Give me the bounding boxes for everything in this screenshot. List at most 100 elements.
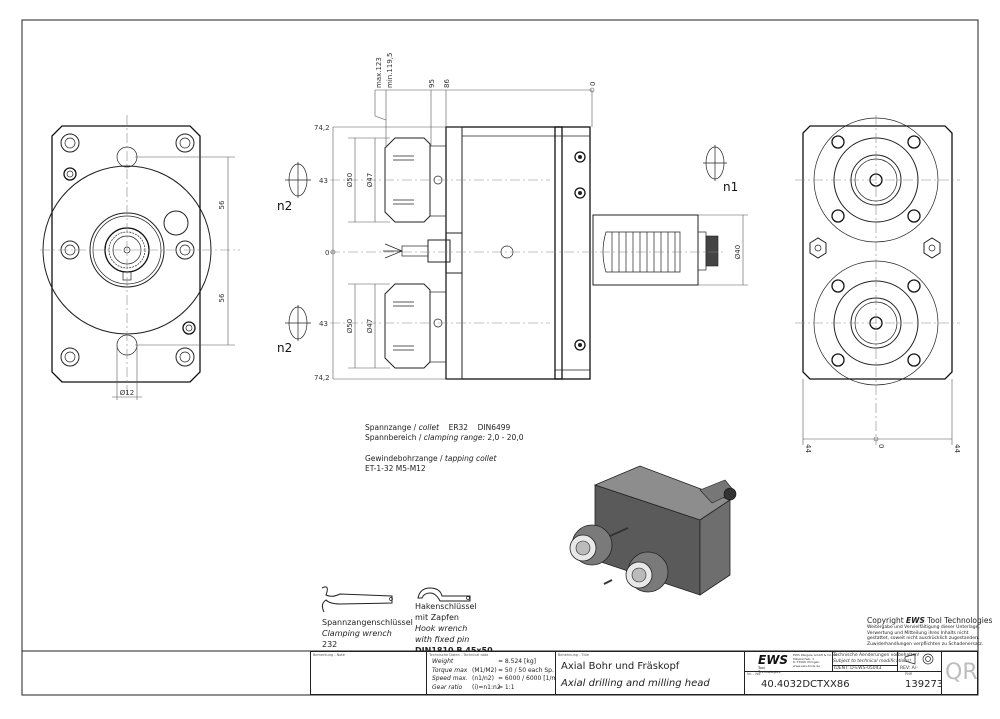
qr-placeholder: QR	[945, 660, 978, 685]
tech-value: = 50 / 50 each Sp. [Nm]	[498, 666, 571, 674]
range-value: 2,0 - 20,0	[487, 433, 524, 442]
tapping-note: Gewindebohrzange / tapping collet	[365, 454, 496, 464]
company-address: EWS Weigele GmbH & Co. KG Maybachstr. 1 …	[793, 653, 838, 668]
side-view	[285, 87, 748, 380]
isometric-view	[569, 465, 737, 596]
dim-height-bottom: 74,2	[314, 374, 330, 382]
copyright-line: Verwertung und Mitteilung ihres Inhalts …	[867, 630, 969, 636]
index-caption: PNR	[905, 672, 913, 676]
address-line: Maybachstr. 1	[793, 656, 815, 661]
dim-dia47-lower: Ø47	[366, 319, 374, 333]
range-label: Spannbereich /	[365, 433, 422, 442]
tech-label: Gear ratio	[432, 683, 463, 691]
tech-row-speed: Speed max. (n1/n2) = 6000 / 6000 [1/min]	[432, 675, 571, 684]
tech-row-torque: Torque max (M1/M2)= 50 / 50 each Sp. [Nm]	[432, 667, 571, 676]
dim-height-zero: 0	[325, 249, 329, 257]
tech-value: = 8.524 [kg]	[498, 658, 536, 665]
rotation-label-n2-upper: n2	[277, 199, 292, 213]
dim-dia50-lower: Ø50	[346, 319, 354, 333]
copyright-prefix: Copyright	[867, 616, 904, 625]
dim-pitch-lower: 56	[218, 293, 226, 302]
copyright-line: Weitergabe und Vervielfältigung dieser U…	[867, 625, 980, 630]
copyright-text: Weitergabe und Vervielfältigung dieser U…	[867, 625, 983, 647]
copyright-title: Copyright EWS Tool Technologies	[867, 616, 992, 625]
tapping-label: Gewindebohrzange /	[365, 454, 443, 463]
tech-value: = 6000 / 6000 [1/min]	[498, 675, 566, 682]
title-en: Axial drilling and milling head	[561, 678, 710, 689]
copyright-brand: EWS	[906, 616, 925, 625]
rotation-label-n2-lower: n2	[277, 341, 292, 355]
clamping-range-note: Spannbereich / clamping range: 2,0 - 20,…	[365, 433, 523, 443]
address-line: D-73066 Uhingen	[793, 660, 820, 665]
dim-dia40: Ø40	[734, 245, 742, 259]
address-line: EWS Weigele GmbH & Co. KG	[793, 653, 838, 657]
tech-label: Torque max	[432, 666, 468, 674]
dim-86: 86	[443, 79, 451, 88]
company-cell: EWS Tool Technologies EWS Weigele GmbH &…	[744, 651, 944, 695]
copyright-suffix: Tool Technologies	[927, 616, 993, 625]
front-view	[40, 115, 240, 400]
tech-unit: (n1/n2)	[472, 675, 494, 682]
dim-pitch-upper: 56	[218, 200, 226, 209]
hook-wrench-label: Hakenschlüssel mit Zapfen Hook wrench wi…	[415, 601, 493, 656]
wrench2-de2: mit Zapfen	[415, 613, 459, 622]
tech-label: Speed max.	[432, 675, 468, 682]
dim-height-lower: 43	[319, 320, 328, 328]
remark-caption: Bemerkung - Note	[313, 653, 345, 657]
logo-sub: Tool Technologies	[758, 666, 781, 674]
tech-row-weight: Weight= 8.524 [kg]	[432, 658, 571, 667]
tech-value: = 1:1	[498, 683, 515, 691]
tapping-label-en: tapping collet	[444, 454, 497, 463]
change-note-de: Technische Aenderungen vorbehalten!	[833, 653, 920, 658]
dim-dia50-upper: Ø50	[346, 173, 354, 187]
collet-std: DIN6499	[477, 423, 511, 432]
range-label-en: clamping range:	[423, 433, 485, 442]
index-number: 139273	[905, 679, 944, 690]
clamping-wrench-label: Spannzangenschlüssel Clamping wrench 232	[322, 617, 413, 650]
ews-logo: EWS Tool Technologies	[758, 653, 789, 674]
wrench2-en1: Hook wrench	[415, 624, 468, 633]
technical-data-list: Weight= 8.524 [kg] Torque max (M1/M2)= 50…	[432, 658, 571, 692]
dim-end-center: 0	[877, 444, 885, 448]
title-de: Axial Bohr und Fräskopf	[561, 661, 680, 672]
dim-hole-dia: Ø12	[120, 389, 134, 397]
dim-height-top: 74,2	[314, 124, 330, 132]
tapping-value: ET-1-32 M5-M12	[365, 464, 426, 473]
change-note: Technische Aenderungen vorbehalten! Subj…	[833, 653, 920, 665]
tech-unit: (i)=n1:n2	[472, 683, 501, 691]
dim-end-left: 44	[804, 444, 812, 453]
wrench1-number: 232	[322, 640, 338, 649]
collet-note: Spannzange / collet ER32 DIN6499	[365, 423, 510, 433]
dim-max: max.123	[375, 57, 383, 88]
dim-height-upper: 43	[319, 177, 328, 185]
tech-unit: (M1/M2)	[472, 666, 497, 674]
clamping-wrench-sketch	[321, 586, 393, 613]
end-view	[795, 115, 960, 445]
dim-dia47-upper: Ø47	[366, 173, 374, 187]
wrench1-de: Spannzangenschlüssel	[322, 618, 413, 627]
collet-label-en: collet	[418, 423, 440, 432]
change-note-en: Subject to technical modifications!	[833, 659, 912, 664]
dim-end-right: 44	[953, 444, 961, 453]
hook-wrench-sketch	[417, 587, 471, 602]
tech-row-gear: Gear ratio (i)=n1:n2= 1:1	[432, 684, 571, 693]
collet-label: Spannzange /	[365, 423, 417, 432]
collet-type: ER32	[448, 423, 469, 432]
wrench1-en: Clamping wrench	[322, 629, 392, 638]
address-line: www.ews-tools.de	[793, 663, 820, 668]
tech-caption: Technische Daten - Technical data	[429, 653, 489, 657]
part-number: 40.4032DCTXX86	[761, 679, 850, 690]
wrench2-number: DIN1810 B 45x50	[415, 645, 493, 656]
dim-95: 95	[428, 79, 436, 88]
copyright-line: gestattet, soweit nicht ausdrücklich zug…	[867, 636, 980, 641]
revision: REV: A/-	[900, 666, 918, 671]
number-caption: Nr. - No.	[747, 672, 762, 676]
technical-data-cell: Technische Daten - Technical data Weight…	[426, 651, 571, 695]
wrench2-de1: Hakenschlüssel	[415, 602, 477, 611]
remark-cell: Bemerkung - Note	[310, 651, 427, 695]
copyright-line: Zuwiderhandlungen verpflichten zu Schade…	[867, 641, 984, 647]
logo-text: EWS	[758, 653, 789, 667]
qr-cell: QR	[941, 651, 978, 695]
